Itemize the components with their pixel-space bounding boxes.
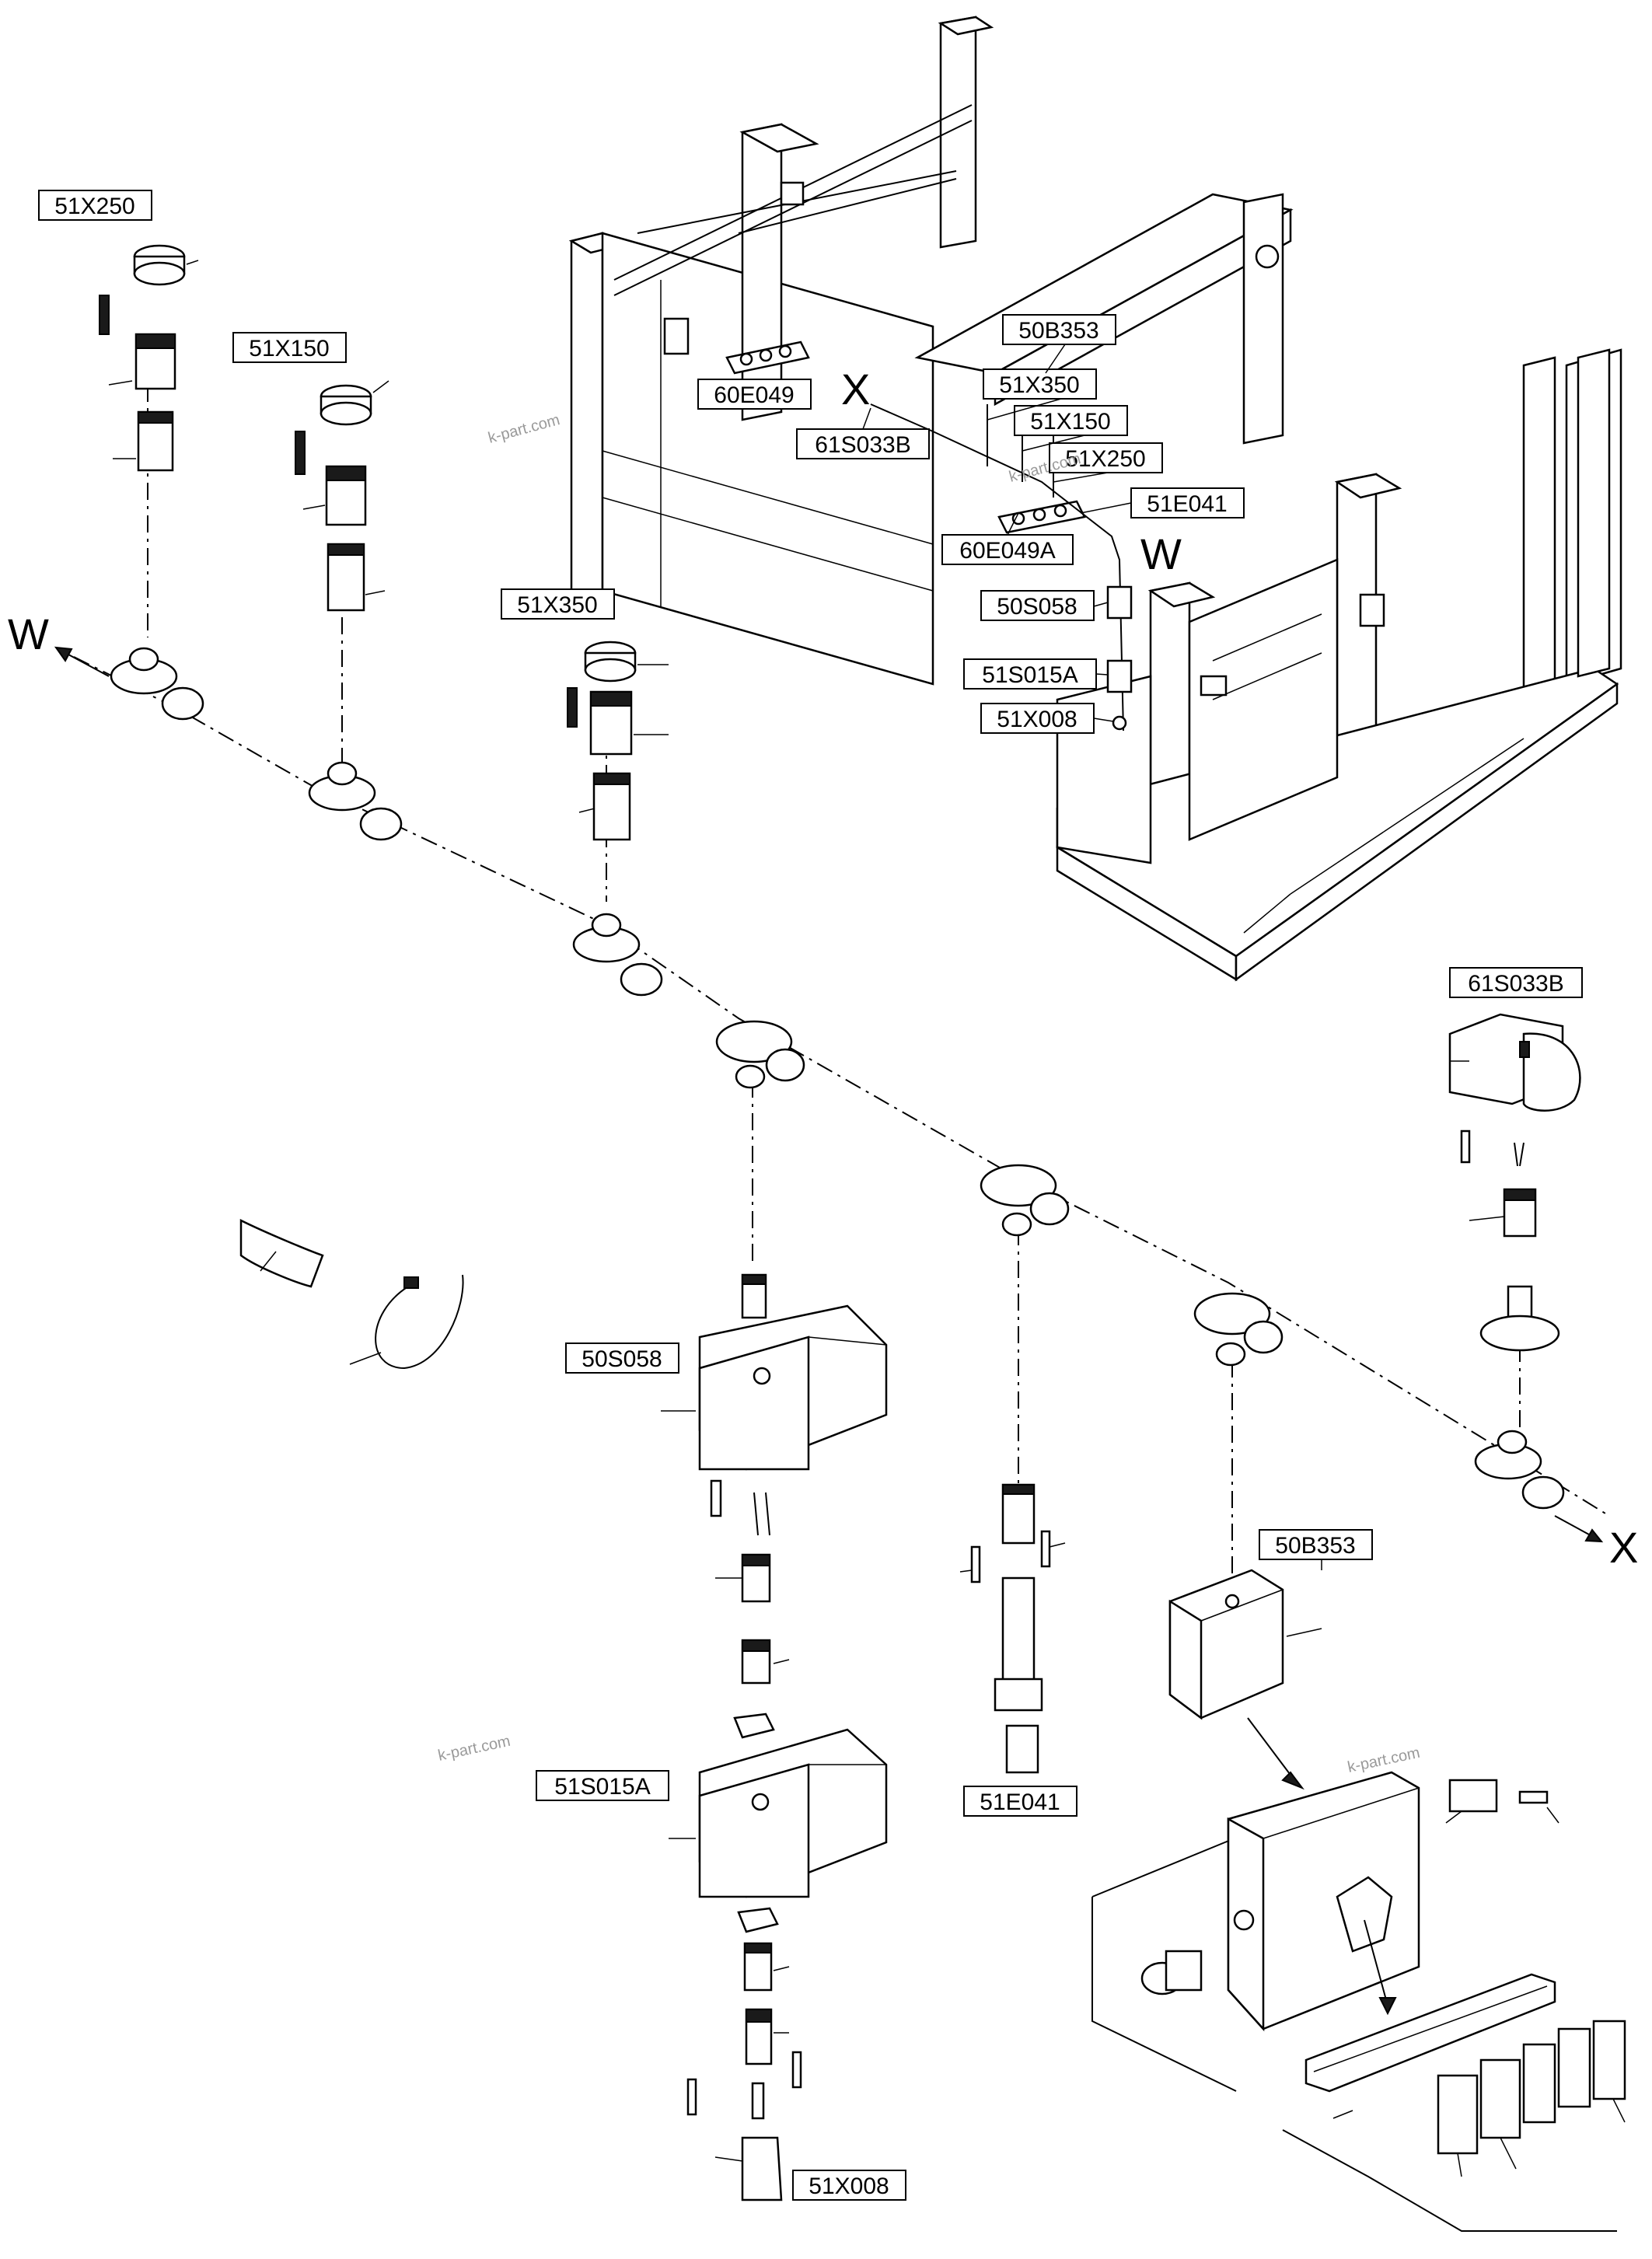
leader-lines — [862, 344, 1322, 1570]
callout-text: 51X250 — [54, 194, 134, 219]
callout-text: 60E049 — [714, 382, 794, 408]
callout-label: 51S015A — [963, 658, 1097, 690]
marker-text: W — [8, 609, 49, 658]
callout-text: 51S015A — [554, 1774, 650, 1800]
t-connector — [715, 1020, 805, 1089]
watermark: k-part.com — [436, 1733, 512, 1765]
sensor-51e041 — [959, 1483, 1066, 1774]
t-connector — [572, 913, 663, 997]
callout-text: 51X250 — [1065, 446, 1145, 472]
callout-label: 51X150 — [232, 332, 347, 363]
callout-label: 51X008 — [980, 703, 1095, 734]
callout-text: 61S033B — [1468, 971, 1563, 997]
callout-text: 51X150 — [1030, 409, 1110, 435]
callout-label: 51X350 — [501, 588, 615, 620]
marker-w-left: W — [8, 609, 110, 677]
callout-text: 51E041 — [980, 1789, 1060, 1815]
t-connector — [308, 761, 403, 841]
callout-label: 51X250 — [38, 190, 152, 221]
watermark: k-part.com — [1008, 450, 1083, 486]
callout-label: 51X150 — [1014, 405, 1128, 436]
callout-text: 50S058 — [997, 594, 1077, 620]
watermark: k-part.com — [487, 411, 562, 447]
callout-text: 50S058 — [582, 1346, 662, 1372]
marker-text: X — [841, 365, 870, 414]
callout-label: 50S058 — [980, 590, 1095, 621]
callout-label: 51X350 — [983, 368, 1097, 400]
connector-stack-51x350 — [567, 641, 669, 841]
t-connector — [1193, 1292, 1284, 1367]
cable-tie — [349, 1274, 464, 1370]
t-connector — [980, 1164, 1070, 1237]
callout-text: 50B353 — [1018, 318, 1098, 344]
callout-text: 51E041 — [1147, 491, 1227, 517]
callout-text: 51X008 — [997, 707, 1077, 732]
callout-label: 51X250 — [1049, 442, 1163, 473]
marker-text: W — [1140, 529, 1182, 578]
callout-label: 51E041 — [1130, 487, 1245, 518]
switch-51s015a — [669, 1728, 888, 2201]
marker-text: X — [1609, 1523, 1638, 1572]
connector-stack-51x150 — [295, 380, 389, 612]
marker-x-right: X — [1554, 1515, 1638, 1572]
callout-text: 60E049A — [959, 538, 1055, 564]
callout-text: 51S015A — [982, 662, 1077, 688]
t-connector — [1474, 1430, 1565, 1510]
callout-text: 51X350 — [517, 592, 597, 618]
switch-50s058 — [661, 1273, 888, 1739]
callout-text: 51X150 — [249, 336, 329, 361]
corrugated-conduit — [239, 1218, 324, 1288]
callout-text: 51X008 — [809, 2173, 889, 2199]
callout-label: 61S033B — [1449, 967, 1583, 998]
callout-label: 50B353 — [1259, 1529, 1373, 1560]
t-connector — [110, 647, 204, 721]
callout-text: 50B353 — [1275, 1533, 1355, 1559]
callout-text: 61S033B — [815, 432, 910, 458]
marker-w-top: W — [1140, 529, 1182, 578]
watermark: k-part.com — [1346, 1744, 1421, 1776]
connector-stack-51x250 — [99, 244, 199, 472]
callout-label: 60E049A — [941, 534, 1074, 565]
machine-frame-assembly — [568, 16, 1622, 982]
callout-label: 51X008 — [792, 2170, 906, 2201]
switch-61s033b — [1448, 1013, 1581, 1352]
marker-x-top: X — [841, 365, 870, 414]
callout-label: 50S058 — [565, 1342, 679, 1374]
callout-label: 50B353 — [1002, 314, 1116, 345]
callout-label: 51S015A — [536, 1770, 669, 1801]
callout-label: 61S033B — [796, 428, 930, 459]
junction-box-50b353 — [1168, 1569, 1322, 1790]
callout-text: 51X350 — [999, 372, 1079, 398]
callout-label: 60E049 — [697, 379, 812, 410]
callout-label: 51E041 — [963, 1786, 1077, 1817]
box-detail-view — [1091, 1771, 1626, 2232]
